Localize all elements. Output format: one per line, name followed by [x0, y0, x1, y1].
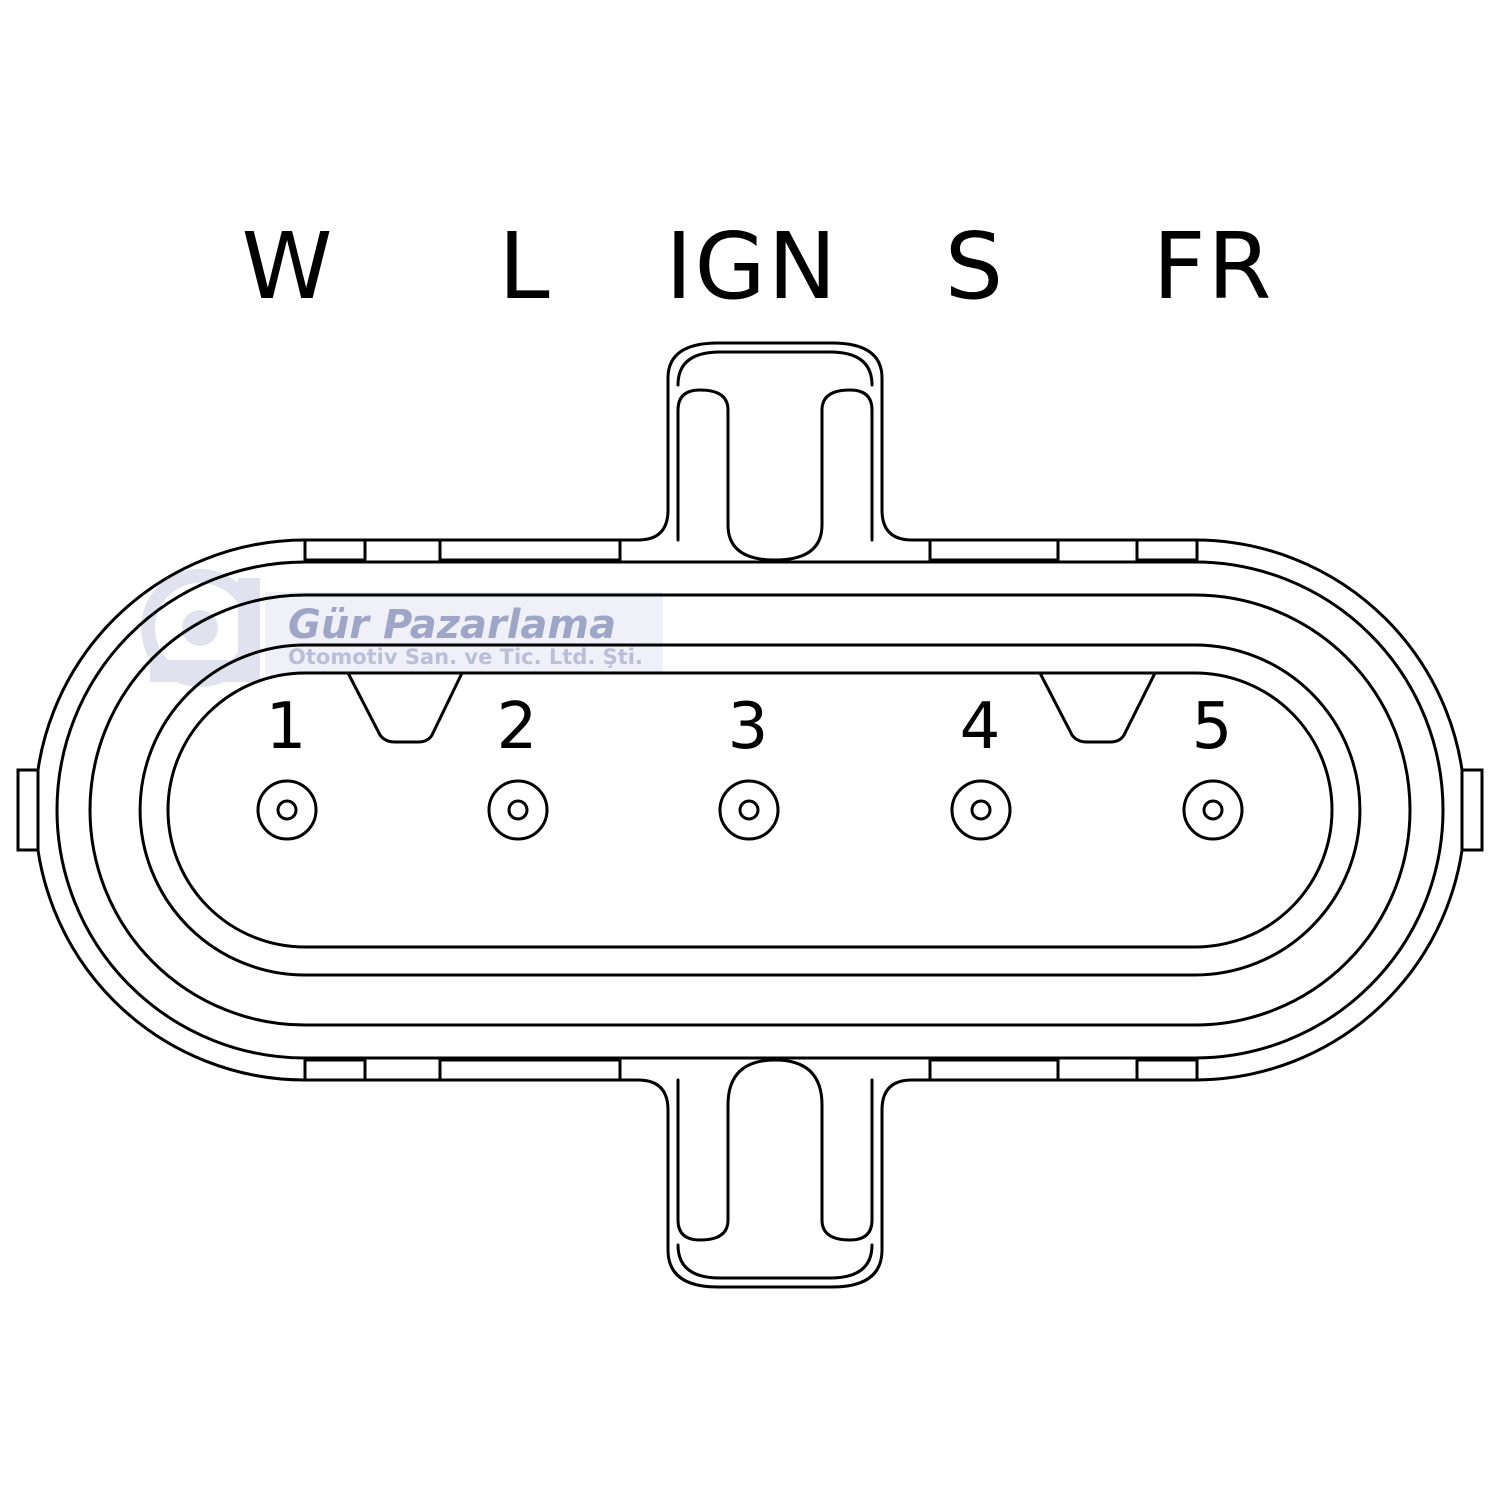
bottom-tab-right-slot: [773, 1058, 874, 1242]
edge-notches: [16, 538, 1484, 1082]
key-notch-left: [345, 671, 465, 744]
housing-outer-outline: [33, 341, 1467, 1289]
pin-number-5: 5: [1192, 690, 1233, 764]
terminal-label-fr: FR: [1153, 213, 1274, 320]
pin-2: [487, 779, 549, 841]
key-notch-right: [1037, 671, 1158, 744]
watermark-company: Gür Pazarlama: [288, 602, 616, 648]
pin-number-3: 3: [728, 690, 769, 764]
bottom-tab-inner-outline: [676, 1243, 874, 1280]
pin-1: [256, 779, 318, 841]
watermark-band: [265, 592, 663, 674]
seal-ring-3: [138, 643, 1362, 977]
pin-number-2: 2: [497, 690, 538, 764]
bottom-tab-left-slot: [676, 1058, 777, 1242]
seal-ring-1: [55, 560, 1445, 1060]
pin-number-4: 4: [960, 690, 1001, 764]
top-tab-inner-outline: [676, 350, 874, 387]
watermark-subtitle: Otomotiv San. ve Tic. Ltd. Şti.: [288, 645, 643, 669]
top-tab-left-slot: [676, 388, 777, 562]
pin-number-1: 1: [266, 690, 307, 764]
terminal-label-s: S: [945, 213, 1005, 320]
seal-ring-2: [88, 593, 1412, 1027]
pin-3: [718, 779, 780, 841]
pin-5: [1182, 779, 1244, 841]
pin-4: [950, 779, 1012, 841]
terminal-label-w: W: [242, 213, 335, 320]
top-tab-right-slot: [773, 388, 874, 562]
socket-cavity: [166, 671, 1334, 949]
terminal-label-l: L: [498, 213, 551, 320]
watermark-logo: [141, 569, 260, 687]
terminal-label-ign: IGN: [665, 213, 838, 320]
